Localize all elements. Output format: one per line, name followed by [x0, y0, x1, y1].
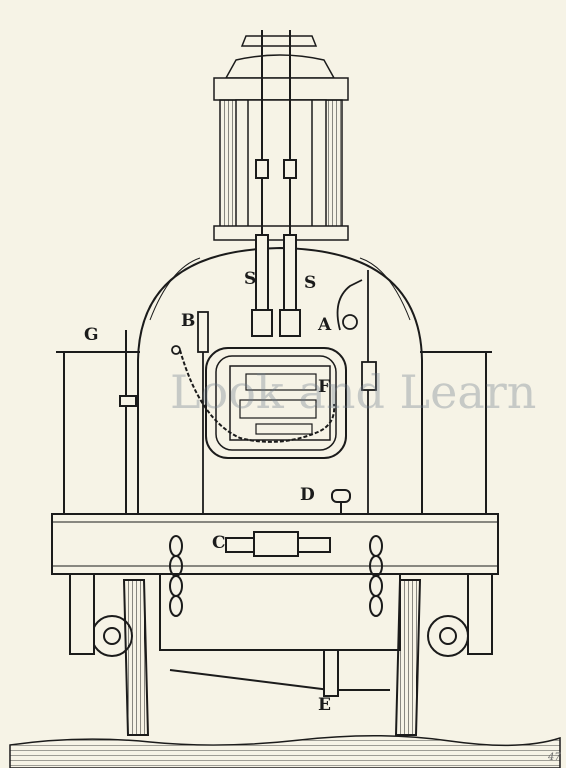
- label-a: A: [317, 315, 332, 335]
- lower-plate: [159, 573, 401, 651]
- ground: [9, 734, 561, 768]
- page-number: 47: [547, 752, 561, 763]
- label-d: D: [300, 485, 315, 505]
- chimney: [213, 35, 349, 241]
- label-s-left: S: [244, 269, 256, 289]
- pressure-gauge: [336, 270, 377, 516]
- label-e: E: [318, 695, 331, 715]
- label-c: C: [212, 533, 226, 553]
- door-chain: [179, 349, 336, 443]
- handle-d: [331, 489, 351, 514]
- handrails: [56, 330, 492, 516]
- label-s-right: S: [304, 273, 316, 293]
- reference-letters: S S G B A F D C E: [84, 269, 332, 715]
- brake-lever-e: [169, 649, 390, 697]
- smokebox-door: [205, 347, 347, 459]
- regulator-rods: [251, 30, 301, 337]
- watermark: Look and Learn: [170, 365, 536, 419]
- whistle-handle: [171, 311, 209, 516]
- wheels: [122, 579, 422, 736]
- buffers: [69, 573, 493, 657]
- label-f: F: [318, 377, 330, 397]
- label-b: B: [181, 311, 195, 331]
- buffer-beam: [51, 513, 499, 575]
- label-g: G: [84, 325, 99, 345]
- coupling-chains: [169, 535, 383, 617]
